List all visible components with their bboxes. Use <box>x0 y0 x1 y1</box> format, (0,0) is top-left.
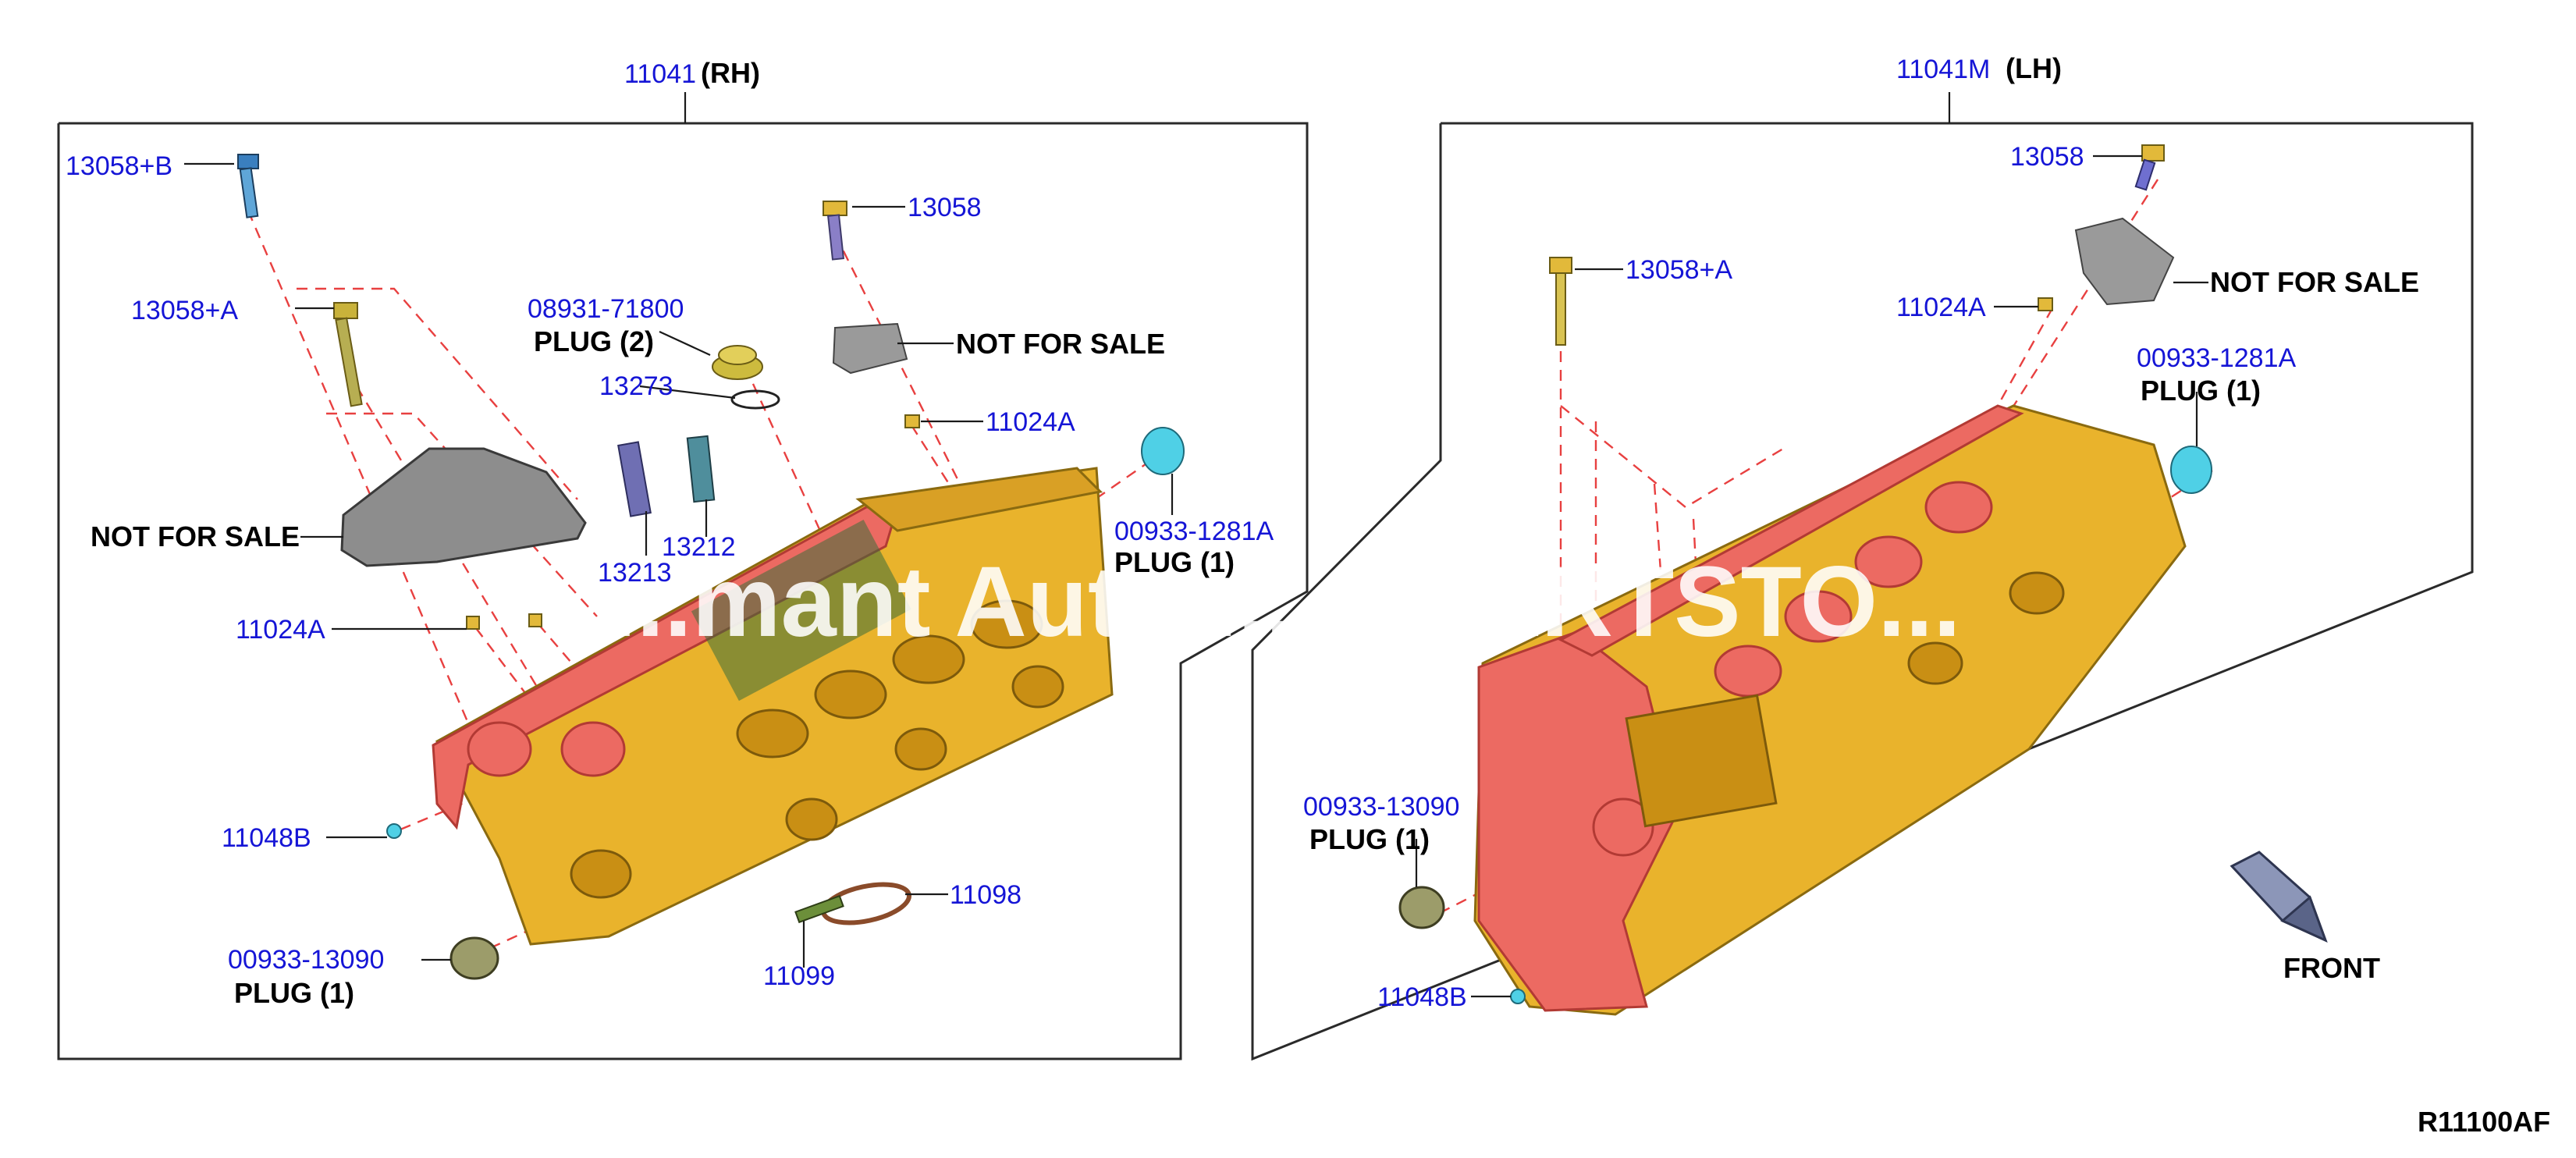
rh-bolt-b <box>237 154 259 218</box>
rh-panel-frame <box>57 122 1309 1060</box>
label-lh-pin: 11024A <box>1896 293 1986 322</box>
rh-pin-left-1 <box>466 616 480 630</box>
lh-bolt-a <box>1549 257 1572 346</box>
lh-side-label: (LH) <box>2006 52 2062 84</box>
label-rh-bolt-a: 13058+A <box>131 296 238 325</box>
leader-lines <box>184 155 2208 998</box>
label-rh-seal: 11098 <box>950 880 1022 910</box>
label-rh-guide2: 13213 <box>598 558 672 588</box>
lh-pin <box>2038 297 2053 311</box>
lh-dowel <box>1510 989 1526 1004</box>
rh-bracket <box>832 322 908 375</box>
label-rh-plug2-pn: 08931-71800 <box>528 294 684 324</box>
rh-part-number: 11041 <box>624 59 696 89</box>
rh-guide-13212 <box>686 435 716 503</box>
rh-bolt-a <box>333 302 363 407</box>
rh-side-label: (RH) <box>701 57 760 89</box>
label-rh-bolt-b: 13058+B <box>66 151 172 181</box>
label-rh-plug-bottom-name: PLUG (1) <box>234 977 354 1009</box>
label-lh-nfs-bracket: NOT FOR SALE <box>2210 266 2419 298</box>
rh-dowel <box>386 823 402 839</box>
label-rh-plug-top-pn: 00933-1281A <box>1114 517 1274 546</box>
label-lh-plug-bottom-pn: 00933-13090 <box>1303 792 1459 822</box>
rh-plug-bottom <box>449 936 499 980</box>
label-rh-plug-top-name: PLUG (1) <box>1114 546 1235 578</box>
lh-panel-frame <box>1251 122 2474 1061</box>
lh-plug-bottom <box>1398 886 1445 929</box>
label-rh-pin-top: 11024A <box>986 407 1075 437</box>
rh-pin-top <box>904 414 920 428</box>
rh-gasket-13273 <box>730 389 780 410</box>
lh-bolt <box>2134 144 2165 191</box>
label-rh-nfs-cover: NOT FOR SALE <box>91 520 300 552</box>
label-lh-plug-bottom-name: PLUG (1) <box>1309 823 1430 855</box>
rh-pin-left-2 <box>528 613 542 627</box>
rh-cover <box>340 447 587 567</box>
label-front: FRONT <box>2283 952 2380 984</box>
label-rh-gasket: 13273 <box>599 371 673 401</box>
label-rh-nfs-bracket: NOT FOR SALE <box>956 328 1165 360</box>
front-arrow-icon <box>2230 851 2328 943</box>
label-lh-bolt: 13058 <box>2010 142 2084 172</box>
label-rh-dowel: 11048B <box>222 823 311 853</box>
label-rh-plug-bottom-pn: 00933-13090 <box>228 945 384 975</box>
rh-plug-2 <box>712 345 763 380</box>
label-rh-bolt: 13058 <box>908 193 982 222</box>
rh-cylinder-head <box>432 467 1114 946</box>
lh-part-number: 11041M <box>1896 55 1990 84</box>
label-rh-ring: 11099 <box>763 961 835 991</box>
watermark: ...mant Auto ... g PARTSTO... <box>609 546 1961 658</box>
label-lh-bolt-a: 13058+A <box>1626 255 1732 285</box>
diagram-code: R11100AF <box>2418 1106 2550 1138</box>
rh-bolt <box>823 201 847 261</box>
label-rh-guide1: 13212 <box>662 532 736 562</box>
rh-plug-top <box>1141 427 1185 475</box>
label-lh-plug-top-pn: 00933-1281A <box>2137 343 2297 373</box>
label-lh-plug-top-name: PLUG (1) <box>2141 375 2261 407</box>
label-rh-pin-left: 11024A <box>236 615 325 645</box>
lh-plug-top <box>2170 446 2212 494</box>
rh-ring <box>794 894 844 924</box>
lh-cylinder-head <box>1473 404 2187 1016</box>
lh-bracket <box>2074 217 2175 306</box>
label-lh-dowel: 11048B <box>1377 982 1467 1012</box>
label-rh-plug2-name: PLUG (2) <box>534 325 654 357</box>
rh-guide-13213 <box>617 441 652 517</box>
